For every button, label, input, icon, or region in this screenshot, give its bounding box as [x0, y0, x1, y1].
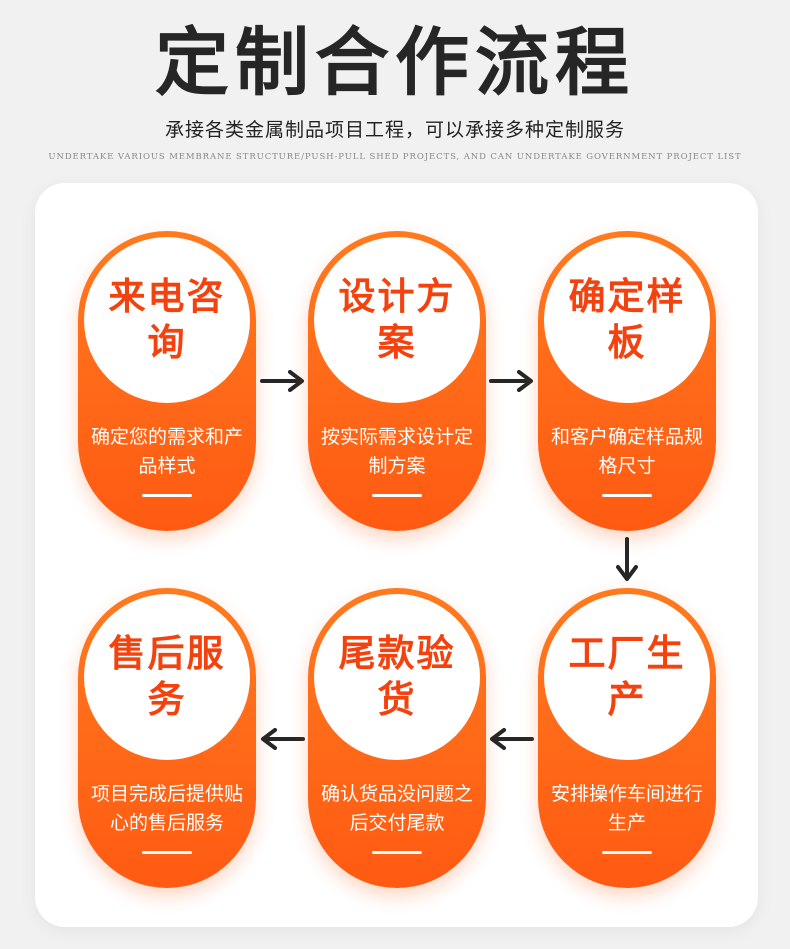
step-card-after-sales: 售后服务 项目完成后提供贴心的售后服务	[78, 588, 256, 888]
arrow-right-icon	[489, 370, 537, 392]
step-card-design: 设计方案 按实际需求设计定制方案	[308, 231, 486, 531]
step-card-sample: 确定样板 和客户确定样品规格尺寸	[538, 231, 716, 531]
step-description: 安排操作车间进行生产	[550, 783, 703, 834]
step-circle: 确定样板	[544, 237, 710, 403]
step-circle: 尾款验货	[314, 594, 480, 760]
step-circle: 设计方案	[314, 237, 480, 403]
arrow-right-icon	[260, 370, 308, 392]
arrow-left-icon	[257, 728, 305, 750]
step-title: 尾款验货	[338, 632, 456, 721]
step-divider	[602, 494, 652, 497]
arrow-left-icon	[486, 728, 534, 750]
step-card-consult: 来电咨询 确定您的需求和产品样式	[78, 231, 256, 531]
step-title: 工厂生产	[568, 632, 686, 721]
step-divider	[372, 494, 422, 497]
page-title: 定制合作流程	[155, 20, 635, 106]
step-divider	[602, 851, 652, 854]
step-description: 项目完成后提供贴心的售后服务	[90, 783, 243, 834]
step-card-production: 工厂生产 安排操作车间进行生产	[538, 588, 716, 888]
step-divider	[142, 494, 192, 497]
step-card-final-payment: 尾款验货 确认货品没问题之后交付尾款	[308, 588, 486, 888]
arrow-down-icon	[616, 537, 638, 585]
step-title: 售后服务	[108, 632, 226, 721]
page-subtitle-english: UNDERTAKE VARIOUS MEMBRANE STRUCTURE/PUS…	[48, 152, 742, 162]
step-description: 确认货品没问题之后交付尾款	[320, 783, 473, 834]
step-description: 和客户确定样品规格尺寸	[550, 426, 703, 477]
step-circle: 工厂生产	[544, 594, 710, 760]
step-circle: 来电咨询	[84, 237, 250, 403]
step-description: 确定您的需求和产品样式	[90, 426, 243, 477]
step-title: 来电咨询	[108, 275, 226, 364]
process-panel: 来电咨询 确定您的需求和产品样式 设计方案 按实际需求设计定制方案 确定样板 和…	[35, 183, 758, 927]
page-subtitle: 承接各类金属制品项目工程，可以承接多种定制服务	[164, 119, 625, 141]
step-divider	[142, 851, 192, 854]
step-title: 确定样板	[568, 275, 686, 364]
step-title: 设计方案	[338, 275, 456, 364]
step-divider	[372, 851, 422, 854]
step-circle: 售后服务	[84, 594, 250, 760]
step-description: 按实际需求设计定制方案	[320, 426, 473, 477]
